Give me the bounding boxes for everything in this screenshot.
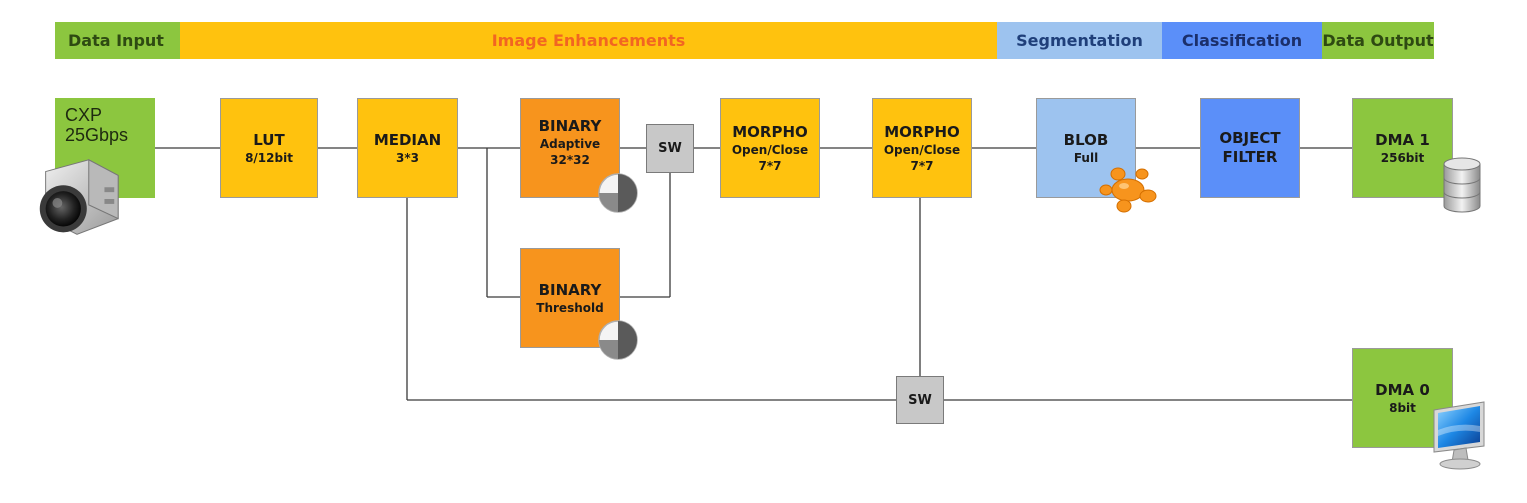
contrast-icon	[598, 320, 638, 360]
cxp-label: CXP	[65, 105, 103, 125]
blob-subtitle: Full	[1073, 150, 1099, 165]
binary-adaptive-block: BINARY Adaptive 32*32	[520, 98, 620, 198]
phase-data-input: Data Input	[55, 22, 180, 59]
object-filter-block: OBJECT FILTER	[1200, 98, 1300, 198]
dma1-block: DMA 1 256bit	[1352, 98, 1453, 198]
morpho-1-title: MORPHO	[732, 122, 808, 141]
morpho-1-size: 7*7	[758, 158, 782, 173]
switch-top-label: SW	[658, 141, 682, 156]
camera-icon	[39, 158, 119, 235]
dma1-title: DMA 1	[1375, 130, 1430, 149]
switch-bottom-label: SW	[908, 392, 932, 408]
median-title: MEDIAN	[373, 130, 442, 149]
phase-image-enhancements: Image Enhancements	[180, 22, 997, 59]
phase-data-input-label: Data Input	[68, 31, 164, 50]
contrast-icon	[598, 173, 638, 213]
dma0-title: DMA 0	[1375, 380, 1430, 399]
binary-threshold-subtitle: Threshold	[536, 301, 604, 315]
phase-classification: Classification	[1162, 22, 1322, 59]
morpho-2-title: MORPHO	[884, 122, 960, 141]
object-filter-line2: FILTER	[1222, 148, 1278, 166]
lut-block: LUT 8/12bit	[220, 98, 318, 198]
morpho-block-1: MORPHO Open/Close 7*7	[720, 98, 820, 198]
dma0-subtitle: 8bit	[1389, 400, 1416, 415]
phase-image-enhancements-label: Image Enhancements	[491, 31, 686, 50]
median-subtitle: 3*3	[396, 150, 419, 165]
database-icon	[1443, 157, 1481, 213]
monitor-icon	[1433, 401, 1485, 470]
lut-title: LUT	[253, 130, 285, 149]
blob-icon	[1099, 167, 1157, 213]
phase-segmentation-label: Segmentation	[1016, 31, 1143, 50]
morpho-1-subtitle: Open/Close	[731, 142, 809, 157]
morpho-2-subtitle: Open/Close	[883, 142, 961, 157]
lut-subtitle: 8/12bit	[245, 150, 293, 165]
blob-title: BLOB	[1063, 130, 1109, 149]
dma1-subtitle: 256bit	[1380, 150, 1425, 165]
phase-data-output: Data Output	[1322, 22, 1434, 59]
dma0-block: DMA 0 8bit	[1352, 348, 1453, 448]
cxp-speed-label: 25Gbps	[65, 125, 129, 145]
binary-adaptive-title: BINARY	[538, 117, 602, 135]
morpho-2-size: 7*7	[910, 158, 934, 173]
binary-adaptive-size: 32*32	[550, 153, 590, 167]
switch-top-block: SW	[646, 124, 694, 173]
switch-bottom-block: SW	[896, 376, 944, 424]
binary-adaptive-subtitle: Adaptive	[539, 137, 601, 151]
morpho-block-2: MORPHO Open/Close 7*7	[872, 98, 972, 198]
phase-data-output-label: Data Output	[1322, 31, 1434, 50]
binary-threshold-title: BINARY	[538, 281, 602, 299]
object-filter-line1: OBJECT	[1219, 129, 1281, 147]
phase-segmentation: Segmentation	[997, 22, 1162, 59]
phase-classification-label: Classification	[1181, 31, 1303, 50]
median-block: MEDIAN 3*3	[357, 98, 458, 198]
